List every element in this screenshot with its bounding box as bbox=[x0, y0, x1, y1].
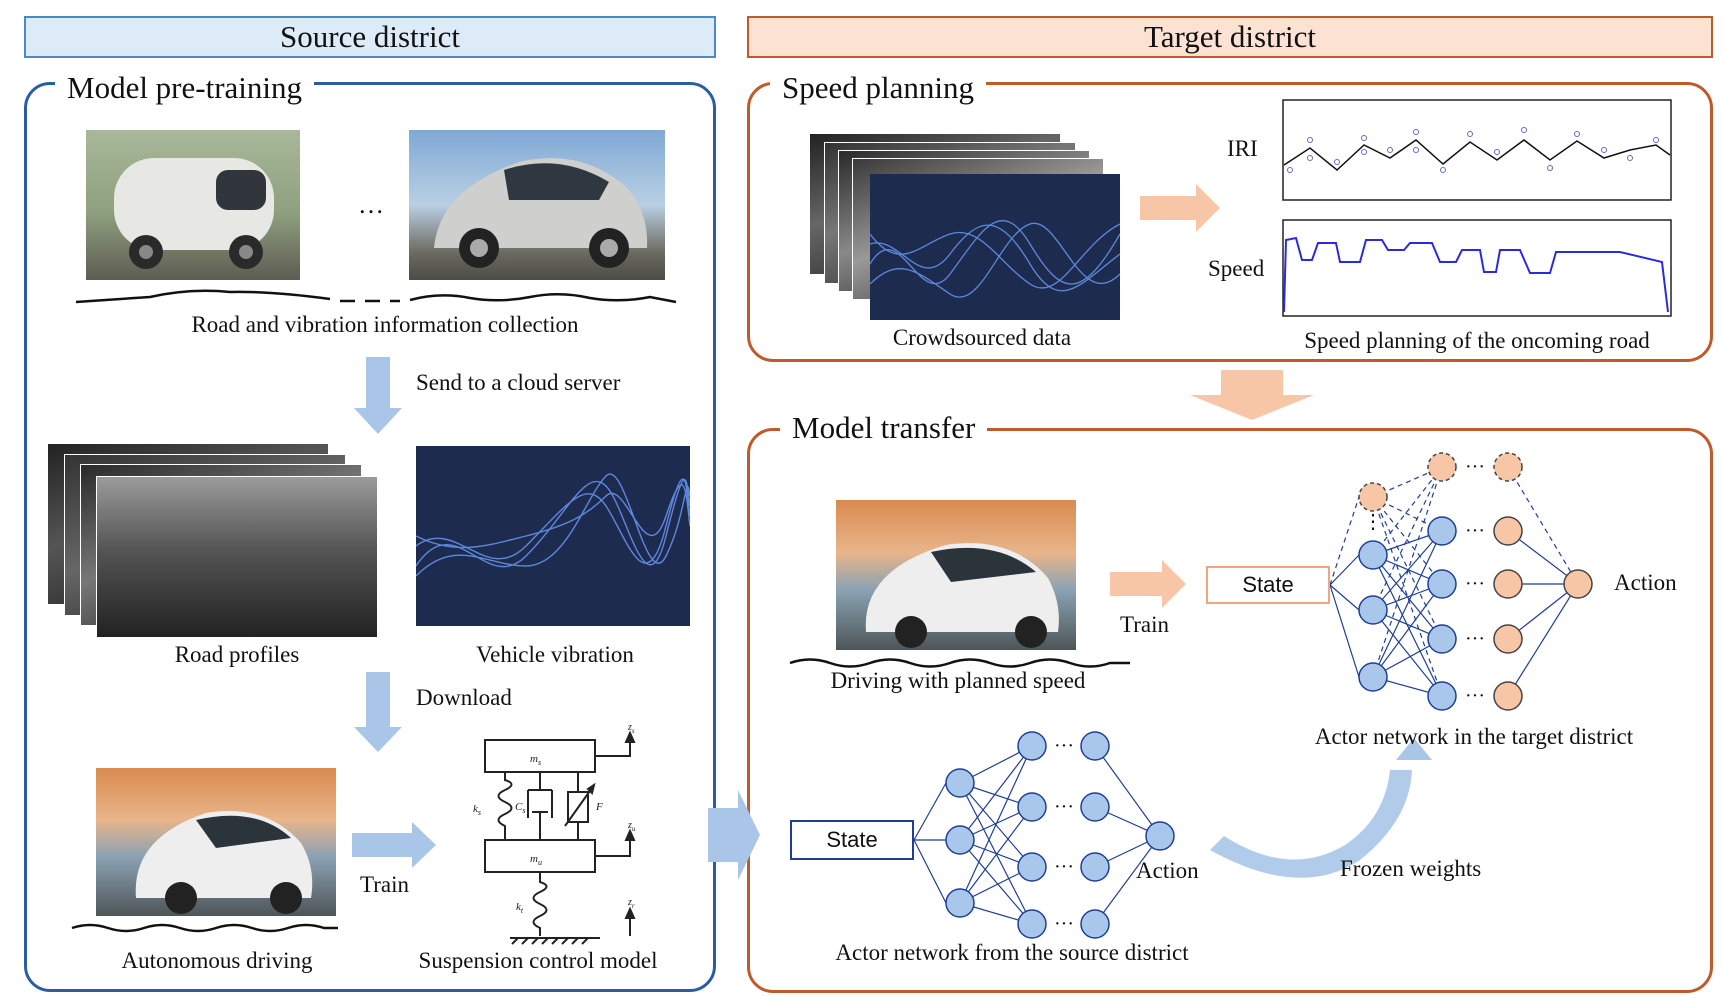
speed-planning-title: Speed planning bbox=[770, 70, 986, 106]
source-action-label: Action bbox=[1136, 858, 1199, 883]
target-district-title: Target district bbox=[1143, 19, 1316, 54]
send-cloud-label: Send to a cloud server bbox=[416, 370, 621, 395]
planned-speed-label: Driving with planned speed bbox=[830, 668, 1086, 693]
autonomous-car-photo bbox=[96, 768, 336, 916]
target-state-box: State bbox=[1206, 566, 1330, 604]
road-profiles-label: Road profiles bbox=[174, 642, 300, 667]
model-pretraining-panel bbox=[24, 82, 716, 992]
road-profiles-stack bbox=[48, 444, 378, 638]
speed-label: Speed bbox=[1208, 256, 1265, 281]
model-transfer-title: Model transfer bbox=[780, 410, 988, 446]
vibration-waves bbox=[416, 473, 690, 577]
transfer-train-label: Train bbox=[1120, 612, 1169, 637]
target-action-label: Action bbox=[1614, 570, 1677, 595]
autonomous-car-drawing bbox=[135, 811, 313, 914]
source-train-label: Train bbox=[360, 872, 409, 897]
source-network-label: Actor network from the source district bbox=[835, 940, 1189, 965]
vehicle-vibration-label: Vehicle vibration bbox=[476, 642, 634, 667]
speed-planning-panel bbox=[747, 82, 1713, 362]
collection-label: Road and vibration information collectio… bbox=[191, 312, 579, 337]
model-transfer-panel bbox=[747, 428, 1713, 993]
planned-speed-car-drawing bbox=[865, 543, 1059, 648]
planned-speed-car-photo bbox=[836, 500, 1076, 650]
vehicle-vibration-image bbox=[416, 446, 690, 626]
crowdsourced-label: Crowdsourced data bbox=[892, 325, 1072, 350]
frozen-weights-label: Frozen weights bbox=[1340, 856, 1482, 881]
iri-label: IRI bbox=[1227, 136, 1258, 161]
vehicles-ellipsis: … bbox=[358, 190, 384, 219]
delivery-vehicle-photo bbox=[86, 130, 300, 280]
waymo-car-drawing bbox=[434, 158, 648, 268]
source-district-header: Source district bbox=[24, 16, 716, 58]
target-district-header: Target district bbox=[747, 16, 1713, 58]
download-label: Download bbox=[416, 685, 512, 710]
waymo-car-photo bbox=[409, 130, 665, 280]
delivery-vehicle-drawing bbox=[114, 158, 274, 269]
suspension-label: Suspension control model bbox=[418, 948, 658, 973]
target-network-label: Actor network in the target district bbox=[1314, 724, 1634, 749]
autonomous-driving-label: Autonomous driving bbox=[121, 948, 313, 973]
source-district-title: Source district bbox=[280, 19, 460, 54]
source-state-box: State bbox=[790, 820, 914, 860]
model-pretraining-title: Model pre-training bbox=[55, 70, 315, 106]
crowdsourced-waves bbox=[870, 220, 1120, 298]
crowdsourced-stack bbox=[810, 134, 1120, 320]
speed-plan-label: Speed planning of the oncoming road bbox=[1304, 328, 1650, 353]
